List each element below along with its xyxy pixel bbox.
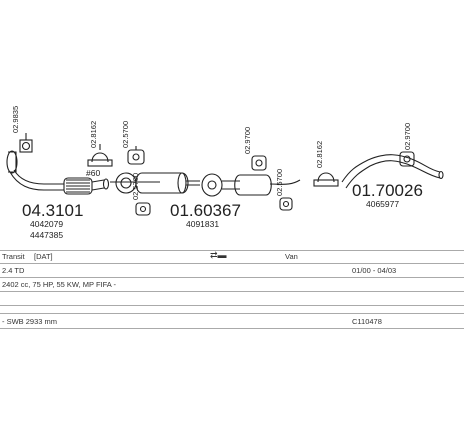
- table-divider: [0, 305, 464, 306]
- rear-center-silencer-illustration: [201, 173, 301, 197]
- middle-silencer-part-number: 01.60367: [170, 201, 241, 220]
- car-icon: ⇄▬: [210, 250, 227, 260]
- mount-ref: 02.5700: [121, 121, 130, 148]
- table-divider: [0, 277, 464, 278]
- vehicle-body: Van: [285, 252, 298, 261]
- vehicle-model-code: [DAT]: [34, 252, 53, 261]
- rubber-mount-illustration: [279, 197, 293, 211]
- clamp-illustration: [313, 172, 339, 187]
- table-divider: [0, 328, 464, 329]
- rubber-mount-illustration: [399, 151, 415, 167]
- tail-pipe-illustration: [341, 154, 444, 189]
- clamp-ref: 02.8162: [89, 121, 98, 148]
- mount-ref: 02.9700: [403, 123, 412, 150]
- middle-silencer-illustration: [110, 172, 200, 194]
- front-pipe-illustration: [6, 150, 110, 195]
- mount-ref: 02.5700: [131, 173, 140, 200]
- rear-silencer-oe-number: 4065977: [366, 199, 399, 209]
- table-divider: [0, 291, 464, 292]
- vehicle-engine-detail: 2402 cc, 75 HP, 55 KW, MP FIFA -: [2, 280, 116, 289]
- mount-ref: 02.9700: [243, 127, 252, 154]
- clamp-ref: 02.8162: [315, 141, 324, 168]
- front-pipe-part-number: 04.3101: [22, 201, 83, 220]
- exhaust-system-diagram: 04.3101 4042079 4447385 #60 01.60367 409…: [6, 106, 444, 240]
- table-divider: [0, 250, 464, 251]
- middle-silencer-oe-number: 4091831: [186, 219, 219, 229]
- vehicle-dates: 01/00 - 04/03: [352, 266, 397, 275]
- rubber-mount-illustration: [135, 202, 151, 216]
- front-pipe-oe-number: 4447385: [30, 230, 63, 240]
- gasket-ref: 02.9835: [11, 106, 20, 133]
- gasket-illustration: [19, 133, 33, 153]
- vehicle-engine: 2.4 TD: [2, 266, 25, 275]
- vehicle-model: Transit: [2, 252, 25, 261]
- rubber-mount-illustration: [127, 146, 145, 165]
- rubber-mount-illustration: [251, 155, 267, 171]
- clamp-illustration: [87, 144, 113, 167]
- catalyst-tag: #60: [86, 168, 100, 178]
- catalog-code: C110478: [352, 317, 382, 326]
- mount-ref: 02.5700: [275, 169, 284, 196]
- front-pipe-oe-number: 4042079: [30, 219, 63, 229]
- table-divider: [0, 263, 464, 264]
- vehicle-info-table: Transit [DAT] ⇄▬ Van 2.4 TD 01/00 - 04/0…: [0, 250, 464, 441]
- table-divider: [0, 313, 464, 314]
- vehicle-wheelbase: - SWB 2933 mm: [2, 317, 58, 326]
- rear-silencer-part-number: 01.70026: [352, 181, 423, 200]
